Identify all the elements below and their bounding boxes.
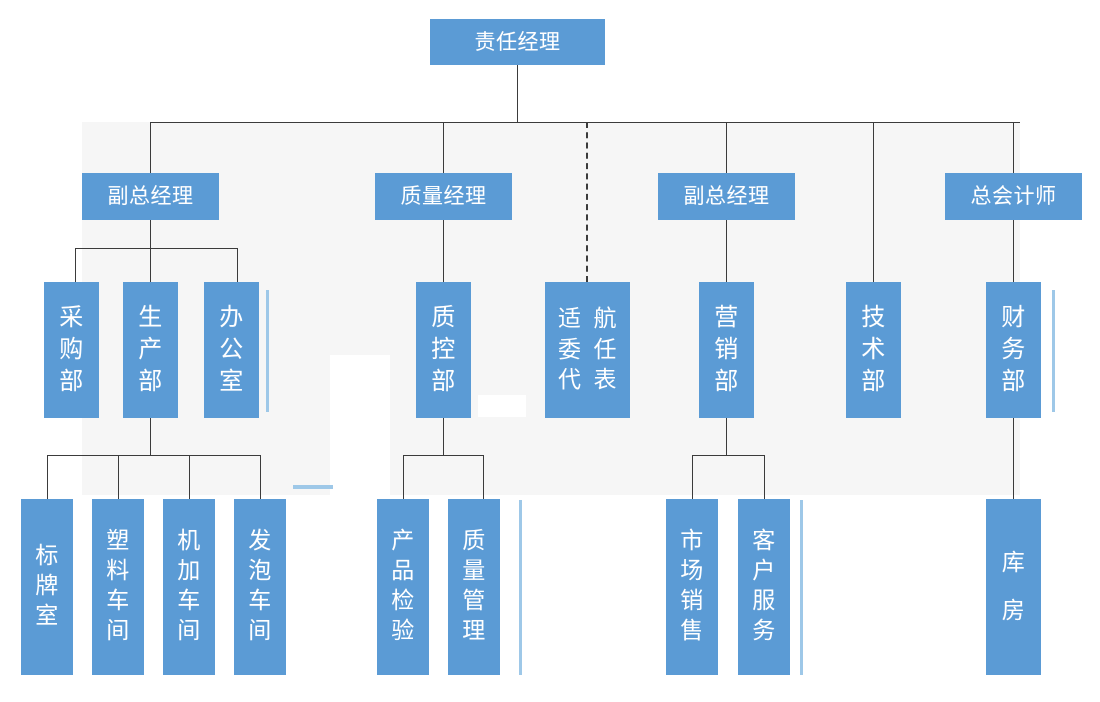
node-marketing-department[interactable]: 营销部 <box>699 282 754 418</box>
node-market-sales[interactable]: 市场销售 <box>666 499 718 675</box>
node-label: 采购部 <box>59 303 84 395</box>
node-product-inspection[interactable]: 产品检验 <box>377 499 429 675</box>
connector-vp1-bus <box>75 248 237 249</box>
connector-qc-stem <box>443 418 444 455</box>
node-purchasing-department[interactable]: 采购部 <box>44 282 99 418</box>
connector-marketing-to-sales <box>692 455 693 499</box>
node-label: 质量经理 <box>400 184 487 209</box>
connector-drop-quality <box>443 122 444 173</box>
node-label: 质控部 <box>431 303 456 395</box>
connector-vp2-to-marketing <box>726 220 727 282</box>
connector-production-to-plastic <box>118 455 119 499</box>
node-label: 市场销售 <box>680 528 704 644</box>
connector-drop-tech <box>873 122 874 282</box>
node-quality-control-department[interactable]: 质控部 <box>416 282 471 418</box>
node-label: 副总经理 <box>107 184 194 209</box>
node-machining-workshop[interactable]: 机加车间 <box>163 499 215 675</box>
connector-qc-bus <box>403 455 483 456</box>
node-label: 营销部 <box>714 303 739 395</box>
connector-top-stem <box>517 65 518 122</box>
node-quality-management[interactable]: 质量管理 <box>448 499 500 675</box>
accent-stroke-finance <box>1052 290 1055 412</box>
accent-stroke-qc <box>519 500 522 675</box>
connector-dashed-airworthiness <box>586 122 588 282</box>
connector-marketing-bus <box>692 455 764 456</box>
connector-level1-bus <box>150 122 1020 123</box>
node-label: 技术部 <box>861 303 886 395</box>
node-vice-general-manager-1[interactable]: 副总经理 <box>82 173 219 220</box>
connector-marketing-to-service <box>764 455 765 499</box>
node-label: 机加车间 <box>177 528 201 644</box>
connector-production-to-foaming <box>260 455 261 499</box>
node-chief-accountant[interactable]: 总会计师 <box>945 173 1082 220</box>
node-production-department[interactable]: 生产部 <box>123 282 178 418</box>
connector-production-stem <box>150 418 151 455</box>
node-plastic-workshop[interactable]: 塑料车间 <box>92 499 144 675</box>
node-label: 客户服务 <box>752 528 776 644</box>
node-quality-manager[interactable]: 质量经理 <box>375 173 512 220</box>
node-label: 生产部 <box>138 303 163 395</box>
node-warehouse[interactable]: 库房 <box>986 499 1041 675</box>
connector-drop-vp1 <box>150 122 151 173</box>
node-responsible-manager[interactable]: 责任经理 <box>430 19 605 65</box>
connector-vp1-to-office <box>237 248 238 282</box>
node-label-column-right: 航任表 <box>593 306 617 394</box>
node-label: 财务部 <box>1001 303 1026 395</box>
connector-qc-to-qmanage <box>483 455 484 499</box>
node-technology-department[interactable]: 技术部 <box>846 282 901 418</box>
connector-marketing-stem <box>726 418 727 455</box>
connector-vp1-stem <box>150 220 151 248</box>
connector-quality-to-qc <box>443 220 444 282</box>
node-label-column-left: 适委代 <box>558 306 582 394</box>
node-finance-department[interactable]: 财务部 <box>986 282 1041 418</box>
connector-accountant-to-finance <box>1013 220 1014 282</box>
node-label: 总会计师 <box>970 184 1057 209</box>
node-label: 产品检验 <box>391 528 415 644</box>
connector-drop-chief-accountant <box>1013 122 1014 173</box>
connector-vp1-to-purchasing <box>75 248 76 282</box>
connector-production-to-machining <box>189 455 190 499</box>
node-signboard-room[interactable]: 标牌室 <box>21 499 73 675</box>
background-white-patch-c <box>478 395 526 417</box>
node-label: 副总经理 <box>683 184 770 209</box>
node-vice-general-manager-2[interactable]: 副总经理 <box>658 173 795 220</box>
node-airworthiness-representative[interactable]: 航任表 适委代 <box>545 282 630 418</box>
node-label: 库房 <box>1001 549 1026 624</box>
node-label: 质量管理 <box>462 528 486 644</box>
node-label: 标牌室 <box>35 543 59 629</box>
node-office[interactable]: 办公室 <box>204 282 259 418</box>
node-label: 发泡车间 <box>248 528 272 644</box>
node-customer-service[interactable]: 客户服务 <box>738 499 790 675</box>
connector-finance-to-warehouse <box>1013 418 1014 499</box>
connector-production-to-sign <box>47 455 48 499</box>
accent-stroke-office <box>266 290 269 412</box>
connector-drop-vp2 <box>726 122 727 173</box>
accent-stroke-foaming <box>293 485 333 489</box>
node-label: 塑料车间 <box>106 528 130 644</box>
connector-vp1-to-production <box>150 248 151 282</box>
connector-production-bus <box>47 455 260 456</box>
background-white-patch-b <box>330 355 390 495</box>
node-label: 办公室 <box>219 303 244 395</box>
node-label: 责任经理 <box>474 29 561 54</box>
accent-stroke-service <box>800 500 803 675</box>
connector-qc-to-inspection <box>403 455 404 499</box>
node-foaming-workshop[interactable]: 发泡车间 <box>234 499 286 675</box>
